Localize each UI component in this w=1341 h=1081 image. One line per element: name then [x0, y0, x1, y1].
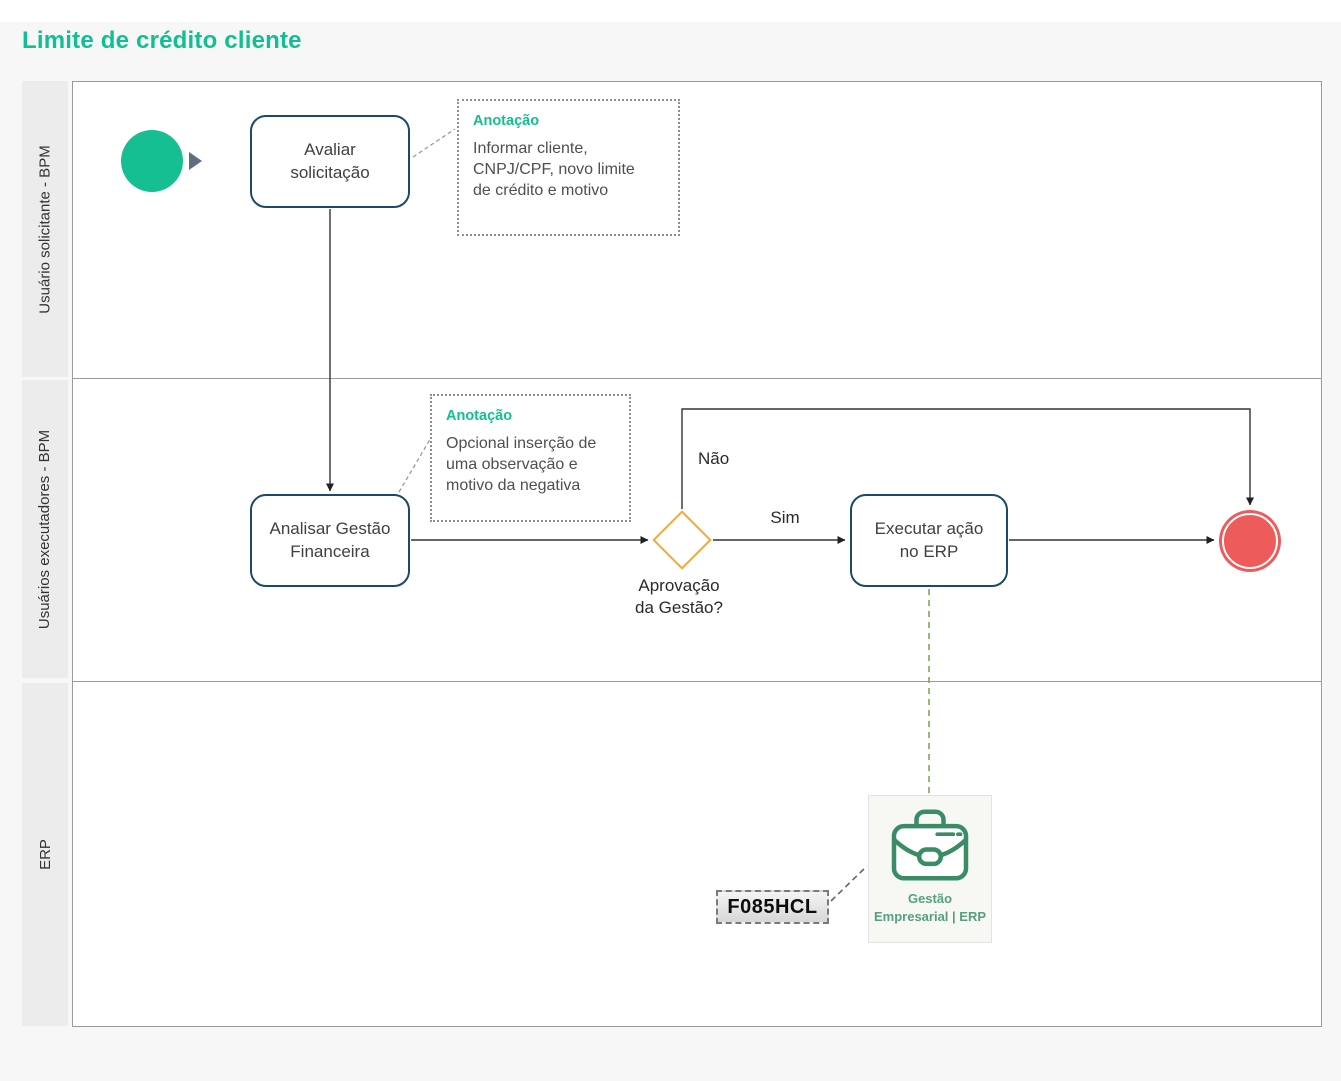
lane-label: ERP	[36, 839, 54, 870]
task-executar-acao-erp[interactable]: Executar ação no ERP	[850, 494, 1008, 587]
start-event-node[interactable]	[121, 130, 183, 192]
task-analisar-gestao-financeira[interactable]: Analisar Gestão Financeira	[250, 494, 410, 587]
lane-divider	[72, 378, 1322, 379]
task-label: Executar ação no ERP	[874, 519, 984, 561]
end-event-node[interactable]	[1219, 510, 1281, 572]
lane-header-erp: ERP	[22, 683, 68, 1026]
lane-header-usuarios-executadores: Usuários executadores - BPM	[22, 380, 68, 678]
page-title: Limite de crédito cliente	[22, 27, 302, 54]
annotation-title: Anotação	[473, 113, 540, 129]
task-label: Analisar Gestão Financeira	[269, 519, 391, 561]
erp-code-text: F085HCL	[727, 895, 818, 918]
annotation-text: Opcional inserção de uma observação e mo…	[446, 435, 597, 494]
annotation-title: Anotação	[446, 408, 513, 424]
end-event-inner-ring	[1222, 513, 1278, 569]
briefcase-icon	[891, 809, 969, 881]
annotation-analisar: Anotação Opcional inserção de uma observ…	[430, 394, 631, 522]
task-label: Avaliar solicitação	[290, 140, 370, 182]
lane-divider	[72, 681, 1322, 682]
top-strip	[0, 0, 1341, 22]
annotation-text: Informar cliente, CNPJ/CPF, novo limite …	[473, 140, 635, 199]
gateway-label: Aprovação da Gestão?	[635, 576, 723, 618]
edge-label-nao: Não	[698, 449, 730, 468]
annotation-avaliar: Anotação Informar cliente, CNPJ/CPF, nov…	[457, 99, 680, 236]
erp-system-label: Gestão Empresarial | ERP	[873, 891, 987, 924]
edge-label-sim: Sim	[770, 508, 800, 527]
lane-header-usuario-solicitante: Usuário solicitante - BPM	[22, 81, 68, 377]
lane-label: Usuários executadores - BPM	[36, 429, 54, 629]
erp-code-badge[interactable]: F085HCL	[716, 890, 829, 924]
play-triangle-icon	[189, 152, 202, 170]
lane-label: Usuário solicitante - BPM	[36, 144, 54, 314]
erp-system-card[interactable]: Gestão Empresarial | ERP	[868, 795, 992, 943]
task-avaliar-solicitacao[interactable]: Avaliar solicitação	[250, 115, 410, 208]
